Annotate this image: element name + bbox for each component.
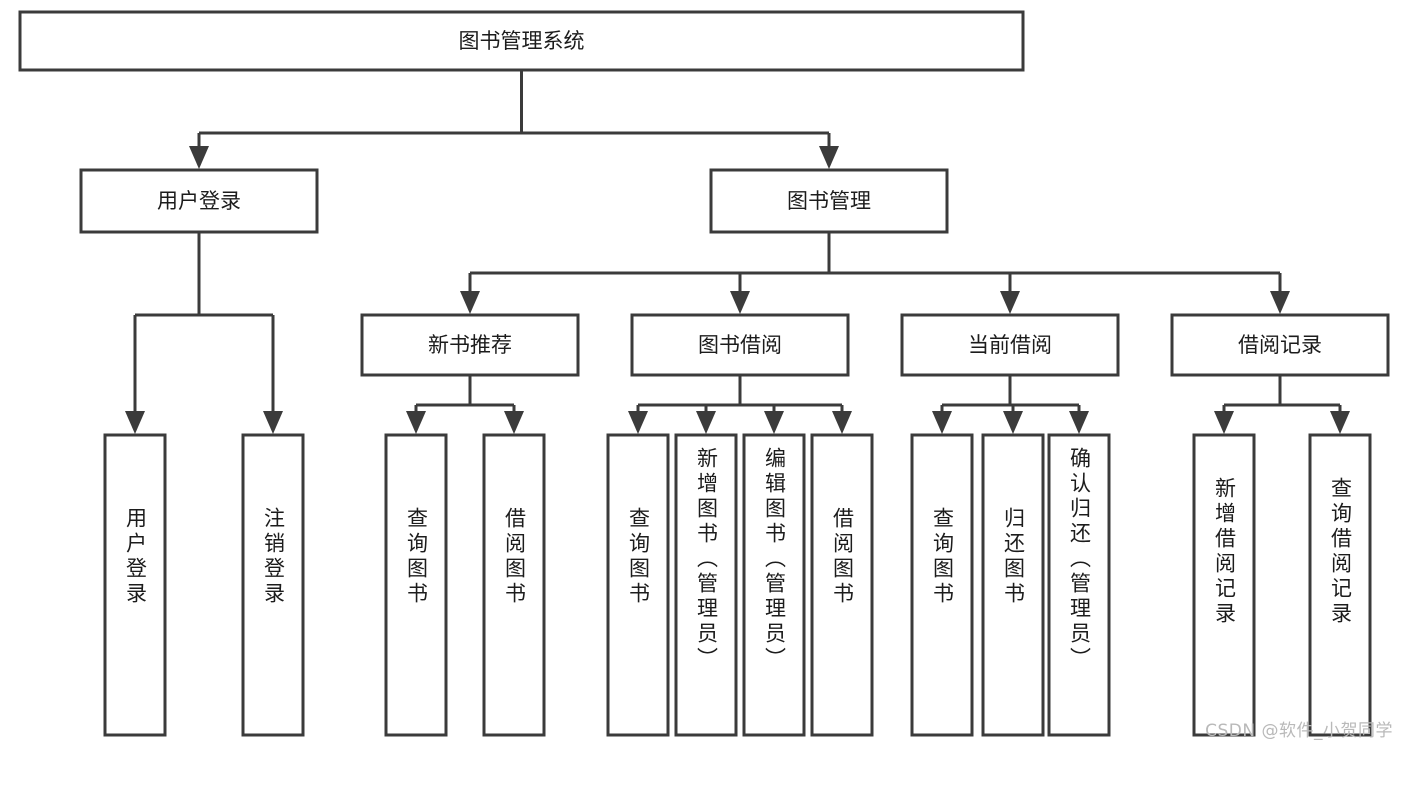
connector-record-to-leaves xyxy=(1214,375,1350,434)
arrow-head-icon xyxy=(406,411,426,434)
node-new-book-recommend[interactable]: 新书推荐 xyxy=(360,313,580,377)
node-borrow-record[interactable]: 借阅记录 xyxy=(1170,313,1390,377)
node-book-management-box[interactable] xyxy=(709,168,949,234)
arrow-head-icon xyxy=(764,411,784,434)
node-leaf-return-book-box[interactable] xyxy=(981,433,1045,737)
node-leaf-logout-box[interactable] xyxy=(241,433,305,737)
node-leaf-query-book-3-box[interactable] xyxy=(910,433,974,737)
arrow-head-icon xyxy=(1000,291,1020,314)
diagram-canvas: 图书管理系统 用户登录 图书管理 新书推荐 图书借阅 当前借阅 借阅记录 xyxy=(18,10,1393,741)
arrow-head-icon xyxy=(125,411,145,434)
node-user-login-label: 用户登录 xyxy=(157,189,241,213)
node-leaf-query-book-1-box[interactable] xyxy=(384,433,448,737)
node-leaf-edit-book-box[interactable] xyxy=(742,433,806,737)
node-book-borrow[interactable]: 图书借阅 xyxy=(630,313,850,377)
node-leaf-borrow-book-1-box[interactable] xyxy=(482,433,546,737)
arrow-head-icon xyxy=(696,411,716,434)
leaf-boxes xyxy=(103,433,1372,737)
arrow-head-icon xyxy=(819,146,839,169)
connector-root-to-level2 xyxy=(189,70,839,169)
node-current-borrow[interactable]: 当前借阅 xyxy=(900,313,1120,377)
node-user-login-box[interactable] xyxy=(79,168,319,234)
node-book-borrow-box[interactable] xyxy=(630,313,850,377)
node-leaf-user-login-box[interactable] xyxy=(103,433,167,737)
node-root[interactable]: 图书管理系统 xyxy=(18,10,1025,72)
node-new-book-recommend-label: 新书推荐 xyxy=(428,333,512,357)
node-leaf-add-record-box[interactable] xyxy=(1192,433,1256,737)
node-leaf-confirm-return-box[interactable] xyxy=(1047,433,1111,737)
connector-userlogin-to-leaves xyxy=(125,232,283,434)
arrow-head-icon xyxy=(628,411,648,434)
node-current-borrow-box[interactable] xyxy=(900,313,1120,377)
node-book-management[interactable]: 图书管理 xyxy=(709,168,949,234)
arrow-head-icon xyxy=(932,411,952,434)
arrow-head-icon xyxy=(1069,411,1089,434)
node-borrow-record-label: 借阅记录 xyxy=(1238,333,1322,357)
arrow-head-icon xyxy=(1214,411,1234,434)
connector-bookmgmt-to-level3 xyxy=(460,232,1290,314)
arrow-head-icon xyxy=(730,291,750,314)
arrow-head-icon xyxy=(832,411,852,434)
arrow-head-icon xyxy=(1270,291,1290,314)
node-leaf-query-book-2-box[interactable] xyxy=(606,433,670,737)
node-book-borrow-label: 图书借阅 xyxy=(698,333,782,357)
connector-current-to-leaves xyxy=(932,375,1089,434)
arrow-head-icon xyxy=(263,411,283,434)
csdn-watermark: CSDN @软件_小贺同学 xyxy=(1205,721,1393,741)
node-new-book-recommend-box[interactable] xyxy=(360,313,580,377)
connector-borrow-to-leaves xyxy=(628,375,852,434)
arrow-head-icon xyxy=(1003,411,1023,434)
node-leaf-query-record-box[interactable] xyxy=(1308,433,1372,737)
node-book-management-label: 图书管理 xyxy=(787,189,871,213)
hierarchy-diagram-svg: 图书管理系统 用户登录 图书管理 新书推荐 图书借阅 当前借阅 借阅记录 xyxy=(18,10,1390,737)
arrow-head-icon xyxy=(504,411,524,434)
node-borrow-record-box[interactable] xyxy=(1170,313,1390,377)
node-user-login[interactable]: 用户登录 xyxy=(79,168,319,234)
node-leaf-borrow-book-2-box[interactable] xyxy=(810,433,874,737)
arrow-head-icon xyxy=(460,291,480,314)
connector-newbook-to-leaves xyxy=(406,375,524,434)
node-root-label: 图书管理系统 xyxy=(459,29,585,53)
node-leaf-add-book-box[interactable] xyxy=(674,433,738,737)
arrow-head-icon xyxy=(1330,411,1350,434)
node-current-borrow-label: 当前借阅 xyxy=(968,333,1052,357)
node-root-box[interactable] xyxy=(18,10,1025,72)
arrow-head-icon xyxy=(189,146,209,169)
